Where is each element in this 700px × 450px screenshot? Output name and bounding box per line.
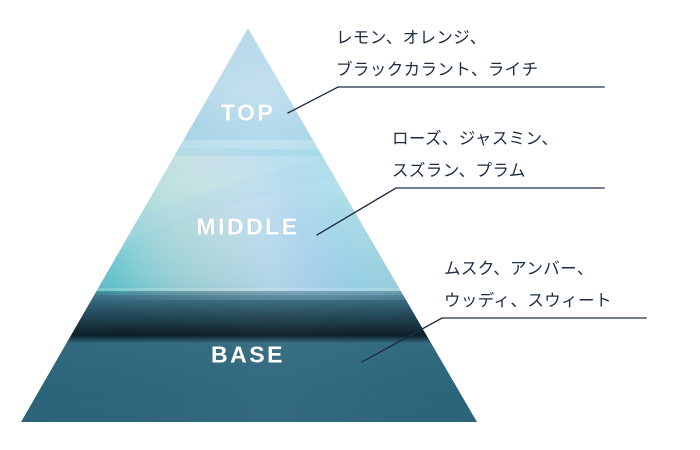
callout-middle-line-2: スズラン、プラム [392, 162, 526, 181]
callout-top: レモン、オレンジ、 ブラックカラント、ライチ [336, 22, 538, 86]
divider-middle-base [21, 288, 477, 291]
callout-base-line-2: ウッディ、スウィート [444, 292, 612, 311]
base-tint [21, 291, 477, 422]
leader-line-middle [316, 187, 605, 236]
divider-top-middle [21, 149, 477, 156]
leader-line-top [287, 86, 605, 114]
callout-middle: ローズ、ジャスミン、 スズラン、プラム [392, 123, 558, 187]
leader-lines [287, 86, 647, 363]
callout-base-line-1: ムスク、アンバー、 [444, 260, 594, 278]
callout-top-line-1: レモン、オレンジ、 [336, 29, 487, 47]
callout-top-line-2: ブラックカラント、ライチ [336, 61, 539, 80]
leader-line-base [361, 317, 647, 363]
callout-base: ムスク、アンバー、 ウッディ、スウィート [444, 253, 612, 317]
callout-middle-line-1: ローズ、ジャスミン、 [392, 130, 559, 148]
